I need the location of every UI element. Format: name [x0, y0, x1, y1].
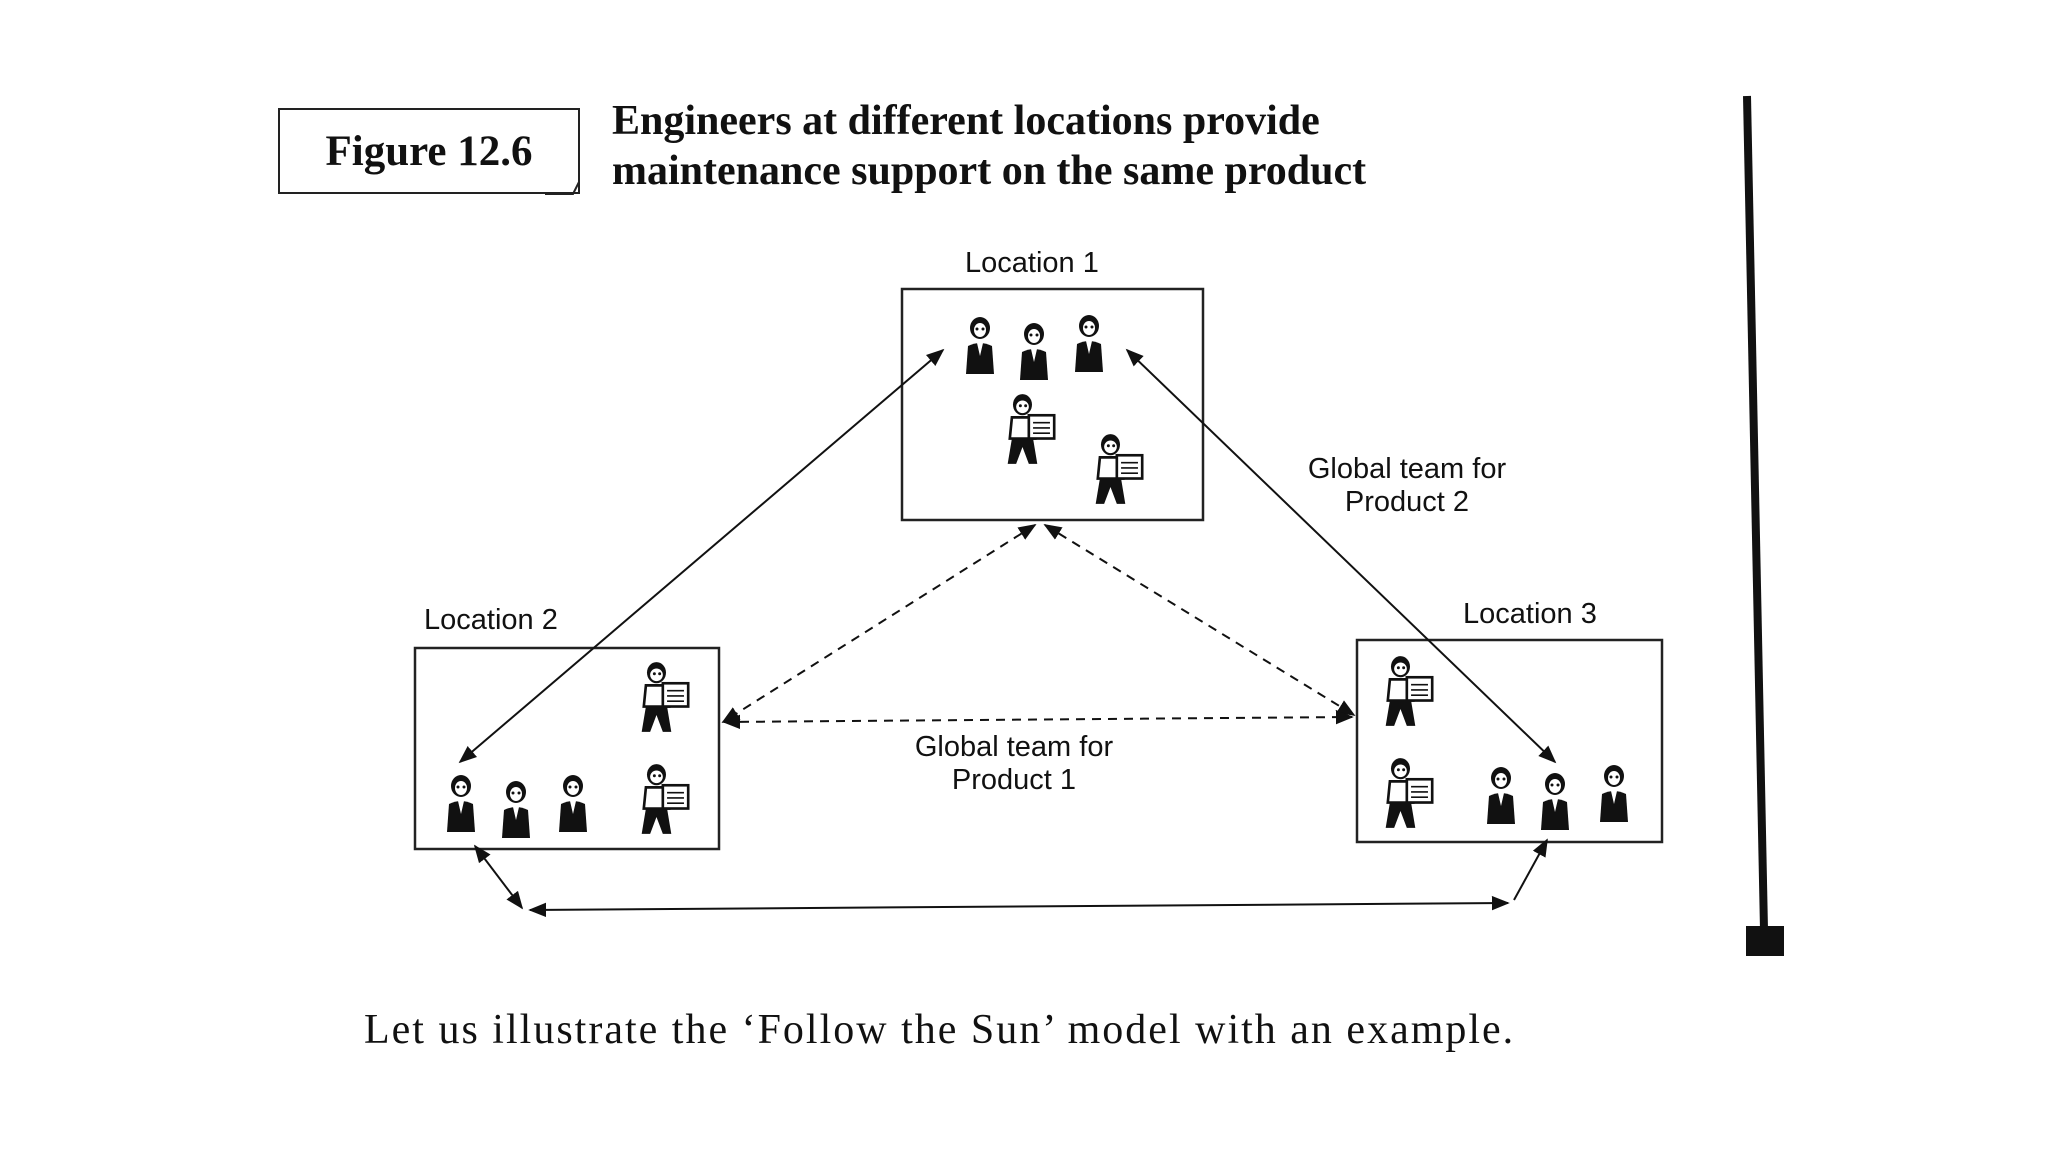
location-2-label: Location 2 — [424, 604, 558, 636]
product-1-team-label-line-1: Global team for — [914, 731, 1114, 763]
body-text: Let us illustrate the ‘Follow the Sun’ m… — [364, 1007, 1516, 1053]
product-1-link-loc1-loc3 — [1043, 524, 1356, 716]
caption-line-2: maintenance support on the same product — [612, 148, 1367, 194]
figure-number: Figure 12.6 — [325, 127, 533, 175]
location-2-engineer-with-document-icon — [640, 660, 690, 734]
product-1-team-label: Global team for Product 1 — [869, 731, 1159, 797]
product-2-team-label-line-1: Global team for — [1307, 453, 1507, 485]
figure-box-fold-icon — [545, 181, 580, 195]
caption-line-1: Engineers at different locations provide — [612, 98, 1320, 144]
margin-bar-end — [1746, 926, 1784, 956]
product-2-link-loc2-bottom — [473, 844, 524, 910]
margin-bar — [1743, 95, 1768, 931]
product-2-link-loc1-loc3 — [1125, 348, 1557, 764]
location-3-engineer-with-document-icon — [1384, 654, 1434, 728]
figure-caption: Engineers at different locations provide… — [612, 96, 1612, 196]
product-1-link-loc1-loc2 — [721, 524, 1037, 723]
location-3-label: Location 3 — [1463, 598, 1597, 630]
location-2-engineer-group-icon — [447, 775, 587, 838]
location-1-engineer-group-icon — [966, 315, 1103, 380]
location-3-engineer-group-icon — [1487, 765, 1628, 830]
product-2-team-label-line-2: Product 2 — [1344, 486, 1470, 518]
figure-number-box: Figure 12.6 — [278, 108, 580, 194]
product-1-team-label-line-2: Product 1 — [951, 764, 1077, 796]
location-1-engineer-with-document-icon — [1094, 432, 1144, 506]
product-2-link-loc3-bottom — [1513, 838, 1548, 901]
location-1-label: Location 1 — [965, 247, 1099, 279]
location-2-engineer-with-document-icon — [640, 762, 690, 836]
location-3-engineer-with-document-icon — [1384, 756, 1434, 830]
product-2-link-loc2-loc3 — [528, 895, 1510, 918]
product-2-link-loc1-loc2 — [458, 348, 945, 764]
product-2-team-label: Global team for Product 2 — [1262, 453, 1552, 519]
location-1-box — [900, 287, 1205, 522]
product-1-link-loc2-loc3 — [722, 709, 1354, 730]
location-1-engineer-with-document-icon — [1006, 392, 1056, 466]
